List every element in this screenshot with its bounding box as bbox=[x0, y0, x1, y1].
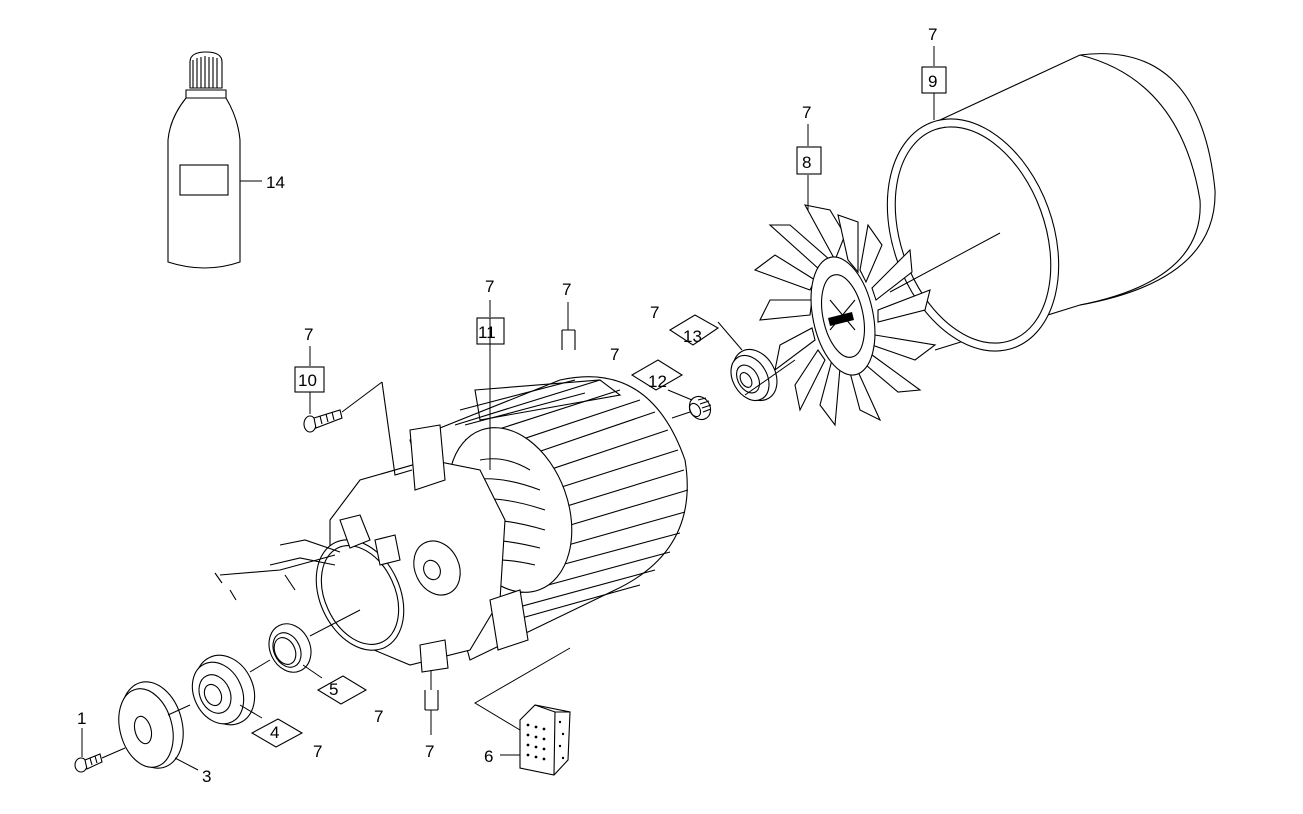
leader-3 bbox=[174, 757, 199, 771]
leader-12 bbox=[667, 389, 693, 401]
part-9-motor-housing bbox=[886, 53, 1216, 352]
part-13-ball-bearing bbox=[730, 349, 778, 402]
part-6-filter-block bbox=[519, 704, 571, 776]
end-shield bbox=[214, 424, 529, 673]
part-12-nut bbox=[688, 395, 712, 421]
callout-10: 10 bbox=[298, 371, 317, 390]
callout-1: 1 bbox=[77, 709, 86, 728]
callout-9: 9 bbox=[928, 72, 937, 91]
callout-3: 3 bbox=[202, 767, 211, 786]
callout-13-ref: 7 bbox=[650, 303, 659, 322]
part-3-washer bbox=[118, 681, 184, 769]
callout-6: 6 bbox=[484, 747, 493, 766]
callout-5: 5 bbox=[329, 680, 338, 699]
part-1-screw bbox=[74, 753, 103, 773]
bracket-7-bottom bbox=[424, 670, 439, 735]
part-5-shaft-seal bbox=[268, 623, 312, 673]
callout-8: 8 bbox=[802, 153, 811, 172]
leader-4 bbox=[239, 704, 263, 719]
callout-14: 14 bbox=[266, 173, 285, 192]
callout-4-ref: 7 bbox=[313, 742, 322, 761]
leader-5 bbox=[302, 664, 323, 679]
part-14-oil-bottle bbox=[167, 51, 241, 269]
callout-12-ref: 7 bbox=[610, 345, 619, 364]
part-10-screw bbox=[303, 409, 343, 433]
callout-8-ref: 7 bbox=[802, 103, 811, 122]
leader-13 bbox=[717, 321, 743, 351]
callout-13: 13 bbox=[683, 327, 702, 346]
part-8-fan-impeller bbox=[753, 204, 937, 427]
bracket-7-top bbox=[561, 302, 576, 350]
callout-12: 12 bbox=[648, 372, 667, 391]
callout-5-ref: 7 bbox=[374, 707, 383, 726]
callout-11-ref: 7 bbox=[485, 277, 494, 296]
callout-10-ref: 7 bbox=[304, 325, 313, 344]
callout-4: 4 bbox=[270, 723, 279, 742]
callout-11: 11 bbox=[478, 323, 496, 342]
callout-7-bottom: 7 bbox=[425, 742, 434, 761]
callout-9-ref: 7 bbox=[928, 25, 937, 44]
part-4-ball-bearing bbox=[191, 654, 256, 726]
callout-7-top: 7 bbox=[562, 280, 571, 299]
